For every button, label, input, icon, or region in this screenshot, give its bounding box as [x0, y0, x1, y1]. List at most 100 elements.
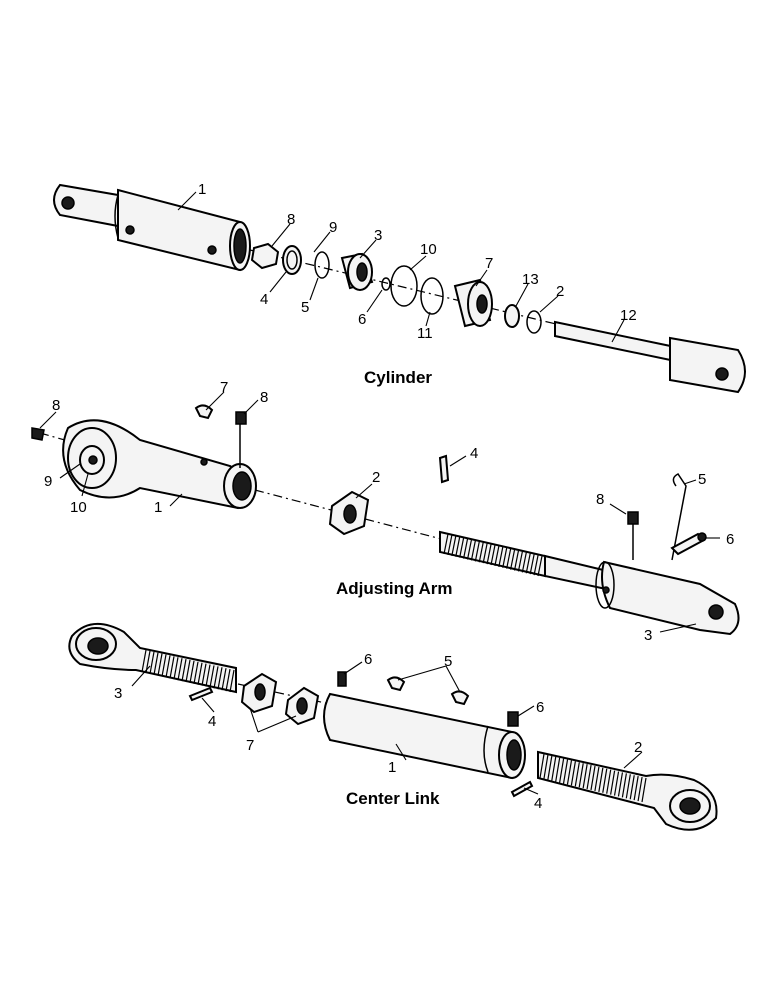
- thread-line: [141, 649, 147, 673]
- thread-line: [482, 543, 488, 564]
- thread-line: [637, 776, 643, 802]
- cylinder-barrel: [53, 183, 251, 272]
- callout-8-left: 8: [52, 397, 60, 414]
- piston-rod: [554, 320, 746, 394]
- thread-line: [525, 553, 531, 574]
- callout-4-right: 4: [534, 795, 542, 812]
- thread-line: [543, 754, 549, 780]
- thread-line: [498, 546, 504, 567]
- thread-line: [229, 669, 235, 693]
- thread-line: [513, 550, 520, 571]
- thread-line: [213, 666, 219, 689]
- washer: [282, 245, 302, 275]
- roll-pin: [438, 454, 450, 484]
- callout-2: 2: [372, 469, 380, 486]
- callout-5: 5: [444, 653, 452, 670]
- thread-line: [598, 767, 604, 792]
- callout-6-left: 6: [364, 651, 372, 668]
- thread-line: [447, 534, 453, 556]
- thread-line: [225, 668, 231, 692]
- thread-line: [590, 765, 596, 791]
- ball-joint-housing: [62, 419, 257, 510]
- plug-right: [450, 690, 470, 706]
- thread-line: [629, 775, 635, 800]
- thread-line: [606, 769, 612, 794]
- callout-10: 10: [70, 499, 87, 516]
- thread-line: [197, 662, 203, 685]
- thread-line: [478, 542, 484, 563]
- thread-line: [161, 654, 167, 677]
- thread-line: [537, 555, 543, 577]
- callout-2: 2: [634, 739, 642, 756]
- callout-7: 7: [485, 255, 493, 272]
- thread-line: [466, 539, 473, 560]
- callout-7: 7: [220, 379, 228, 396]
- plug-left: [386, 676, 406, 692]
- thread-line: [157, 653, 163, 676]
- thread-line: [625, 774, 631, 799]
- thread-line: [451, 535, 457, 556]
- thread-line: [169, 656, 175, 679]
- thread-line: [506, 548, 512, 569]
- section-title-center-link: Center Link: [346, 789, 440, 808]
- grease-fitting-right: [507, 711, 519, 727]
- snap-ring: [420, 277, 444, 315]
- thread-line: [617, 772, 624, 797]
- thread-line: [470, 540, 477, 561]
- thread-line: [574, 762, 580, 787]
- roll-pin-right: [510, 780, 534, 798]
- thread-line: [189, 660, 195, 684]
- callout-6-right: 6: [536, 699, 544, 716]
- callout-12: 12: [620, 307, 637, 324]
- thread-line: [641, 777, 647, 803]
- thread-line: [173, 657, 179, 680]
- adjusting-arm-assembly: 8 7 8 9 10 1 2 4 5 8 6 3 Adjusting Arm: [31, 379, 740, 644]
- callout-5: 5: [698, 471, 706, 488]
- thread-line: [455, 536, 461, 557]
- thread-line: [529, 554, 535, 575]
- thread-line: [221, 668, 227, 691]
- thread-line: [533, 554, 539, 576]
- small-ring: [381, 277, 391, 291]
- thread-line: [201, 663, 207, 686]
- callout-8-top: 8: [260, 389, 268, 406]
- callout-3: 3: [644, 627, 652, 644]
- thread-line: [185, 659, 191, 683]
- thread-line: [570, 761, 576, 786]
- thread-line: [205, 664, 211, 687]
- callout-10: 10: [420, 241, 437, 258]
- thread-line: [474, 541, 480, 562]
- thread-line: [502, 547, 508, 568]
- thread-line: [551, 756, 557, 781]
- grease-fitting-top: [235, 411, 247, 425]
- thread-line: [578, 763, 584, 788]
- thread-line: [621, 773, 627, 798]
- callout-6: 6: [358, 311, 366, 328]
- callout-13: 13: [522, 271, 539, 288]
- seal-ring: [390, 265, 418, 307]
- thread-line: [145, 650, 151, 674]
- thread-line: [490, 544, 496, 566]
- thread-line: [149, 651, 155, 674]
- thread-line: [547, 755, 553, 780]
- callout-1: 1: [388, 759, 396, 776]
- thread-line: [193, 661, 199, 684]
- piston: [340, 252, 374, 291]
- thread-line: [509, 549, 516, 570]
- section-title-adjusting-arm: Adjusting Arm: [336, 579, 452, 598]
- callout-1: 1: [154, 499, 162, 516]
- callout-1: 1: [198, 181, 206, 198]
- thread-line: [459, 537, 465, 558]
- thread-line: [181, 658, 187, 682]
- thread-line: [555, 757, 561, 782]
- clip: [671, 473, 687, 561]
- thread-line: [586, 764, 592, 790]
- callout-2: 2: [556, 283, 564, 300]
- thread-line: [494, 545, 500, 567]
- clevis-end: [595, 560, 740, 636]
- thread-line: [562, 759, 569, 784]
- grease-fitting: [31, 427, 45, 441]
- thread-line: [177, 658, 183, 681]
- nut: [250, 242, 280, 270]
- wiper: [504, 304, 520, 328]
